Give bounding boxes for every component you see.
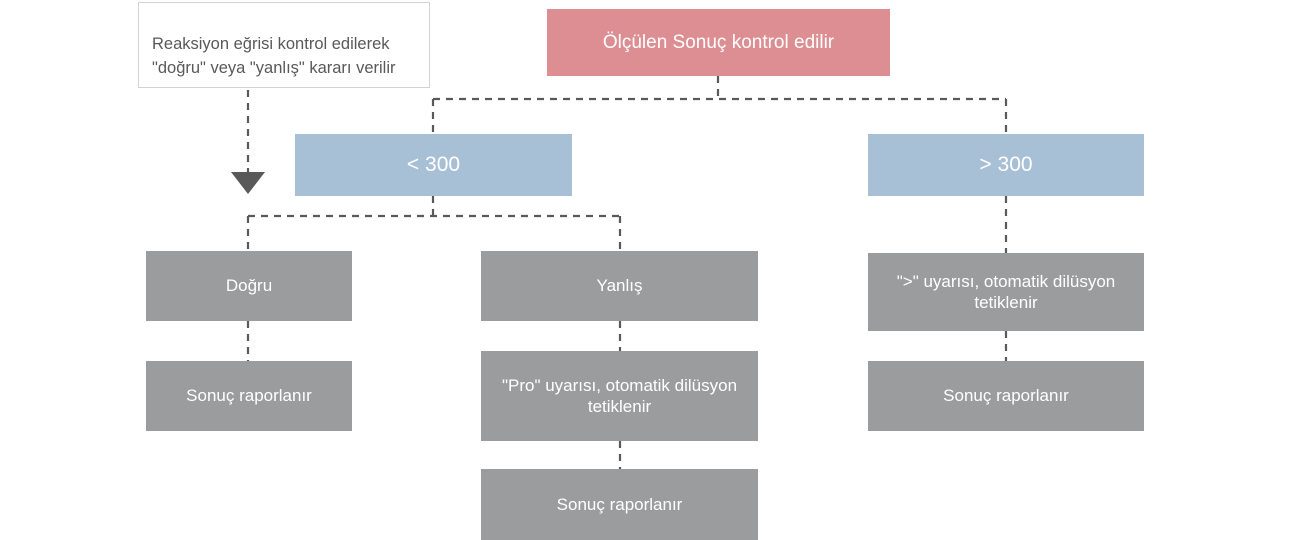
arrowhead-icon — [231, 172, 265, 194]
node-pro-warning-dilution[interactable]: "Pro" uyarısı, otomatik dilüsyon tetikle… — [481, 351, 758, 441]
node-correct-report-label: Sonuç raporlanır — [186, 386, 312, 406]
node-root-measured-result[interactable]: Ölçülen Sonuç kontrol edilir — [547, 9, 890, 76]
node-wrong-label: Yanlış — [596, 276, 643, 296]
node-correct-label: Doğru — [225, 276, 273, 296]
node-wrong-report[interactable]: Sonuç raporlanır — [481, 469, 758, 540]
node-correct-report[interactable]: Sonuç raporlanır — [146, 361, 352, 431]
node-branch-high-label: > 300 — [979, 152, 1033, 176]
node-branch-greater-than-300[interactable]: > 300 — [868, 134, 1144, 196]
node-branch-less-than-300[interactable]: < 300 — [295, 134, 572, 196]
node-root-label: Ölçülen Sonuç kontrol edilir — [602, 31, 835, 53]
node-greater-warning-dilution[interactable]: ">" uyarısı, otomatik dilüsyon tetikleni… — [868, 253, 1144, 331]
node-branch-low-label: < 300 — [406, 152, 461, 176]
node-wrong[interactable]: Yanlış — [481, 251, 758, 321]
callout-note: Reaksiyon eğrisi kontrol edilerek "doğru… — [138, 2, 430, 88]
node-pro-warning-label: "Pro" uyarısı, otomatik dilüsyon tetikle… — [501, 375, 738, 416]
node-high-report[interactable]: Sonuç raporlanır — [868, 361, 1144, 431]
node-correct[interactable]: Doğru — [146, 251, 352, 321]
node-wrong-report-label: Sonuç raporlanır — [556, 494, 683, 514]
node-high-report-label: Sonuç raporlanır — [943, 386, 1069, 406]
callout-note-label: Reaksiyon eğrisi kontrol edilerek "doğru… — [152, 35, 396, 77]
node-greater-warning-label: ">" uyarısı, otomatik dilüsyon tetikleni… — [896, 271, 1116, 312]
